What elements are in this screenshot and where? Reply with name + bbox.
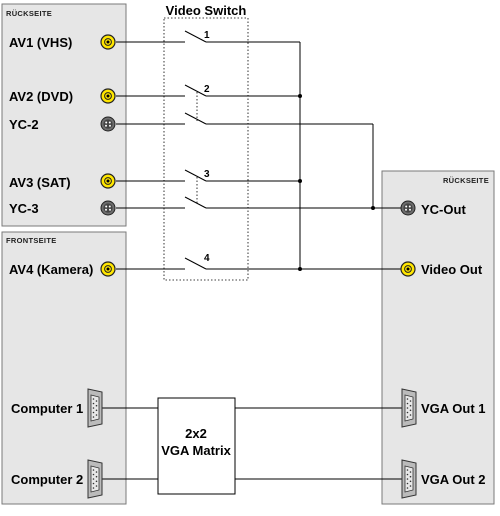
back-panel-right-header: RÜCKSEITE: [443, 176, 489, 185]
svideo-connector-icon: [400, 200, 416, 216]
vga-matrix-box: [157, 397, 236, 495]
output-label-vga-out1: VGA Out 1: [421, 401, 486, 416]
junction-dot: [298, 179, 302, 183]
junction-dot: [371, 206, 375, 210]
rca-connector-icon: [100, 34, 116, 50]
vga-matrix-label-line2: VGA Matrix: [161, 443, 231, 458]
back-panel-right: [381, 170, 495, 505]
front-panel: [1, 231, 127, 505]
output-label-vga-out2: VGA Out 2: [421, 472, 486, 487]
back-panel-left-header: RÜCKSEITE: [6, 9, 52, 18]
input-label-yc3: YC-3: [9, 201, 39, 216]
input-label-yc2: YC-2: [9, 117, 39, 132]
switch-3-lever-svideo: [184, 196, 207, 209]
rca-connector-icon: [100, 88, 116, 104]
input-label-av4: AV4 (Kamera): [9, 262, 93, 277]
switch-1-lever: [184, 30, 207, 43]
vga-port-icon: [401, 459, 417, 499]
vga-port-icon: [87, 459, 103, 499]
front-panel-header: FRONTSEITE: [6, 236, 57, 245]
output-label-yc-out: YC-Out: [421, 202, 466, 217]
switch-2-lever-svideo: [184, 112, 207, 125]
rca-connector-icon: [100, 173, 116, 189]
switch-number-1: 1: [204, 30, 210, 41]
vga-port-icon: [87, 388, 103, 428]
rca-connector-icon: [100, 261, 116, 277]
vga-matrix-label-line1: 2x2: [185, 426, 207, 441]
junction-dot: [298, 267, 302, 271]
switch-3-lever-composite: [184, 169, 207, 182]
video-switch-box: [163, 17, 249, 281]
vga-port-icon: [401, 388, 417, 428]
switch-number-3: 3: [204, 169, 210, 180]
input-label-computer2: Computer 2: [11, 472, 83, 487]
switch-2-lever-composite: [184, 84, 207, 97]
input-label-av3: AV3 (SAT): [9, 175, 71, 190]
input-label-av1: AV1 (VHS): [9, 35, 72, 50]
switch-4-lever: [184, 257, 207, 270]
rca-connector-icon: [400, 261, 416, 277]
input-label-av2: AV2 (DVD): [9, 89, 73, 104]
video-switch-title: Video Switch: [166, 3, 247, 18]
switch-number-4: 4: [204, 253, 210, 264]
junction-dot: [298, 94, 302, 98]
switch-number-2: 2: [204, 84, 210, 95]
input-label-computer1: Computer 1: [11, 401, 83, 416]
svideo-connector-icon: [100, 200, 116, 216]
svideo-connector-icon: [100, 116, 116, 132]
output-label-video-out: Video Out: [421, 262, 483, 277]
